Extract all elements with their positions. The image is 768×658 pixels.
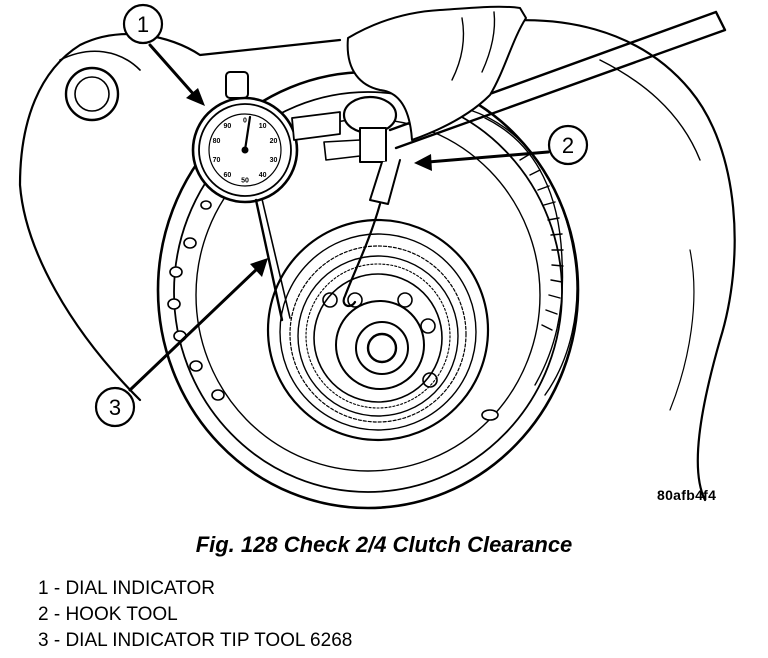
figure-legend: 1 - DIAL INDICATOR 2 - HOOK TOOL 3 - DIA… xyxy=(38,576,352,654)
dial-number: 60 xyxy=(224,172,232,179)
dial-number: 20 xyxy=(270,138,278,145)
dial-number: 0 xyxy=(243,118,247,125)
legend-item-dial-indicator: 1 - DIAL INDICATOR xyxy=(38,578,216,599)
dial-number: 50 xyxy=(241,178,249,185)
dial-scale: 0 10 20 30 40 50 60 70 80 90 xyxy=(213,118,278,185)
ring-gear xyxy=(469,109,578,396)
callout-3-number: 3 xyxy=(109,395,121,420)
dial-number: 80 xyxy=(213,138,221,145)
callout-2 xyxy=(547,124,589,166)
dial-number: 90 xyxy=(224,123,232,130)
dial-indicator xyxy=(191,71,341,322)
leader-line-1 xyxy=(148,43,198,99)
leader-line-2 xyxy=(426,150,550,164)
clutch-hub xyxy=(322,292,438,390)
callout-1-number: 1 xyxy=(137,12,149,37)
dial-number: 70 xyxy=(213,157,221,164)
transmission-case-outline xyxy=(18,19,736,502)
clutch-clearance-illustration: 1 2 3 0 10 20 30 40 50 60 70 80 90 xyxy=(18,3,736,510)
dial-number: 30 xyxy=(270,157,278,164)
legend-item-hook-tool: 2 - HOOK TOOL xyxy=(38,604,178,625)
callout-2-number: 2 xyxy=(562,133,574,158)
figure-caption: Fig. 128 Check 2/4 Clutch Clearance xyxy=(195,532,573,557)
figure-reference-code: 80afb4f4 xyxy=(657,487,717,503)
dial-number: 10 xyxy=(259,123,267,130)
callout-1 xyxy=(122,3,164,45)
case-boss xyxy=(64,66,120,122)
dial-number: 40 xyxy=(259,172,267,179)
clutch-pack xyxy=(266,218,490,442)
hook-tool xyxy=(323,95,401,308)
legend-item-tip-tool: 3 - DIAL INDICATOR TIP TOOL 6268 xyxy=(38,630,353,651)
technician-hand xyxy=(346,5,527,141)
leader-line-3 xyxy=(128,266,260,392)
callout-3 xyxy=(94,386,136,428)
